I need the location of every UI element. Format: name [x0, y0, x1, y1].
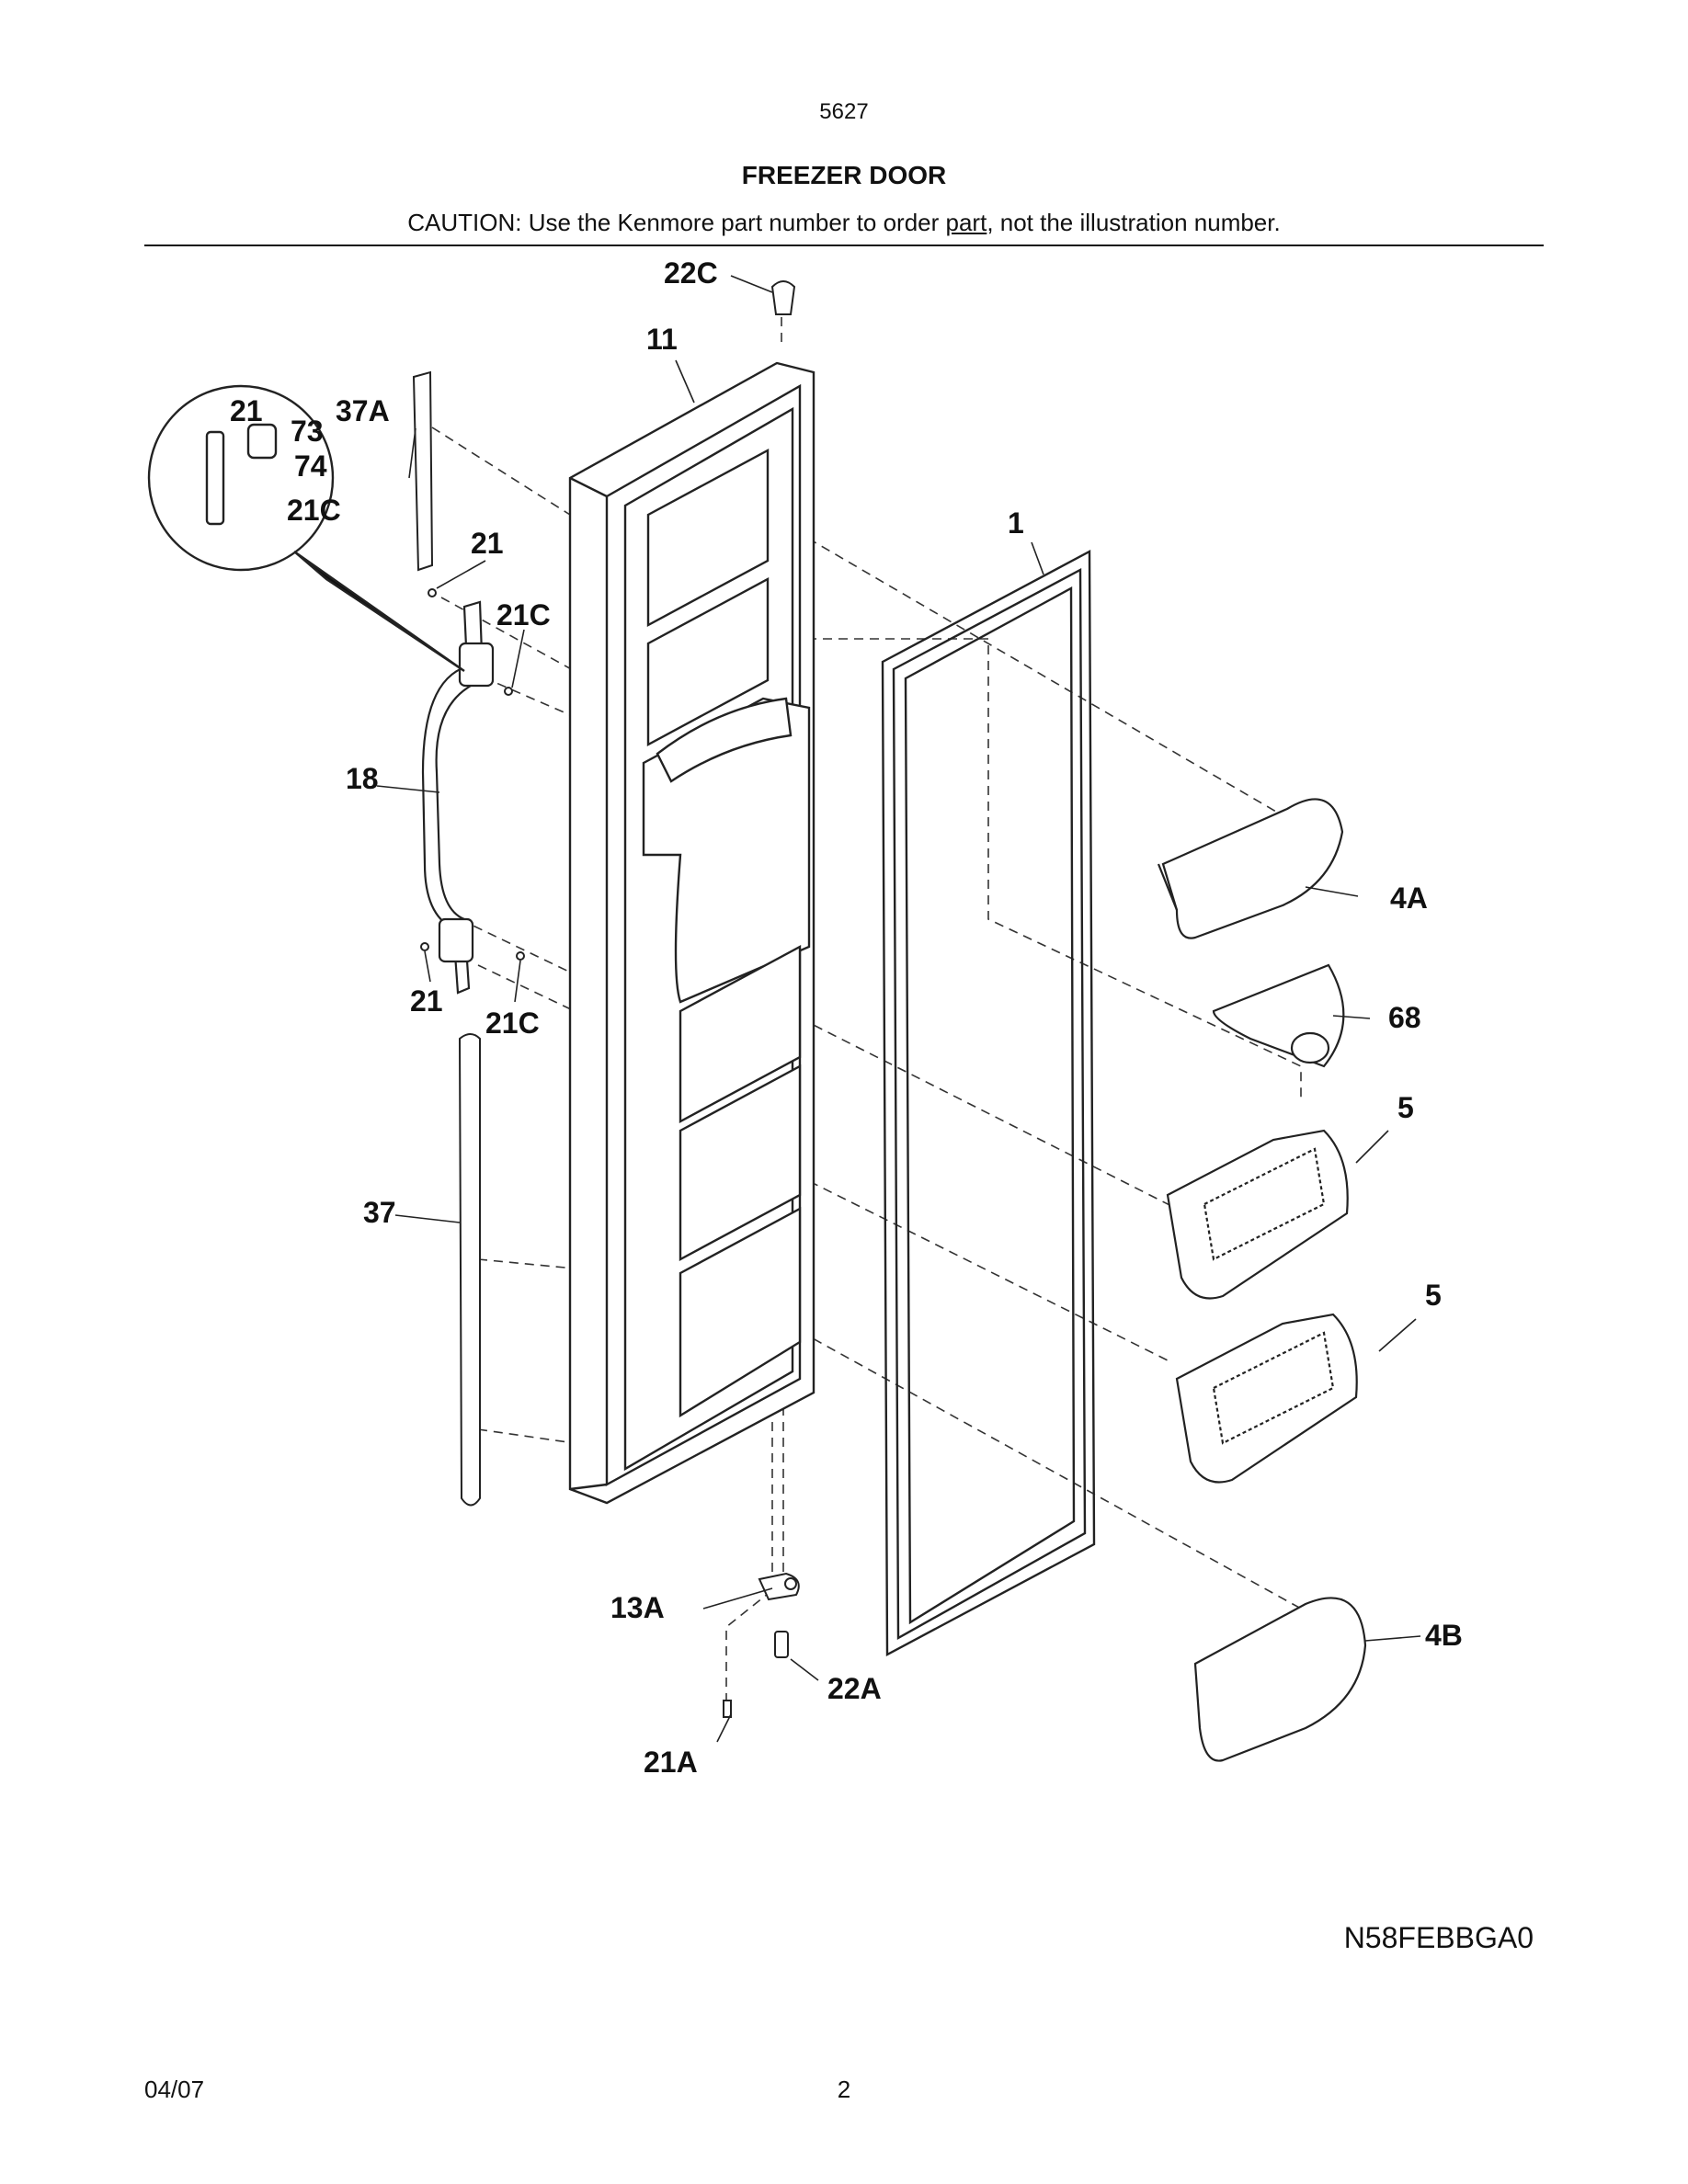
header-divider: [144, 245, 1544, 246]
caution-suffix: , not the illustration number.: [987, 209, 1281, 236]
callout-4A: 4A: [1390, 882, 1428, 915]
caution-note: CAUTION: Use the Kenmore part number to …: [0, 209, 1688, 237]
footer-date: 04/07: [144, 2076, 205, 2103]
callout-21-inset: 21: [230, 394, 263, 427]
callout-74: 74: [294, 449, 327, 483]
callout-13A: 13A: [610, 1591, 665, 1624]
callout-5-lower: 5: [1425, 1279, 1442, 1312]
trim-strip-part-37A: [412, 370, 434, 572]
callout-4B: 4B: [1425, 1619, 1463, 1652]
trim-strip-part-37: [458, 1033, 481, 1507]
callout-leader-lines: [376, 275, 1421, 1743]
caution-prefix: CAUTION: Use the Kenmore part number to …: [407, 209, 946, 236]
diagram-code: N58FEBBGA0: [1343, 1921, 1534, 1954]
callout-68: 68: [1388, 1001, 1421, 1034]
page-number: 2: [837, 2076, 851, 2103]
door-handle-part-18: [421, 600, 495, 995]
callout-11: 11: [646, 323, 678, 356]
callout-18: 18: [346, 762, 379, 795]
callout-1: 1: [1008, 506, 1024, 540]
callout-22C-top: 22C: [664, 256, 718, 290]
callout-22A: 22A: [827, 1672, 882, 1705]
callout-21C-upper: 21C: [496, 598, 551, 631]
assembly-dashed-lines: [431, 317, 1302, 1701]
callout-21-upper: 21: [471, 527, 504, 560]
ice-chute-part-68: [1212, 963, 1345, 1068]
detail-inset-circle: [147, 384, 465, 672]
callout-5-upper: 5: [1397, 1091, 1414, 1124]
callout-21-lower: 21: [410, 984, 443, 1018]
model-number: 5627: [819, 99, 869, 124]
callout-21C-inset: 21C: [287, 494, 341, 527]
freezer-door-part-11: [568, 361, 815, 1505]
door-bin-part-4A: [1157, 798, 1344, 939]
caution-underlined-word: part: [945, 209, 987, 236]
callout-37A: 37A: [336, 394, 390, 427]
page-title: FREEZER DOOR: [741, 161, 947, 189]
callout-21C-lower: 21C: [485, 1007, 540, 1040]
door-gasket-part-1: [881, 550, 1096, 1656]
door-bin-part-4B: [1193, 1597, 1367, 1762]
callout-21A: 21A: [644, 1746, 698, 1779]
small-hardware: [420, 280, 800, 1718]
callout-73: 73: [291, 415, 324, 448]
callout-37: 37: [363, 1196, 396, 1229]
wire-basket-part-5-lower: [1175, 1313, 1358, 1484]
wire-basket-part-5-upper: [1166, 1129, 1349, 1300]
